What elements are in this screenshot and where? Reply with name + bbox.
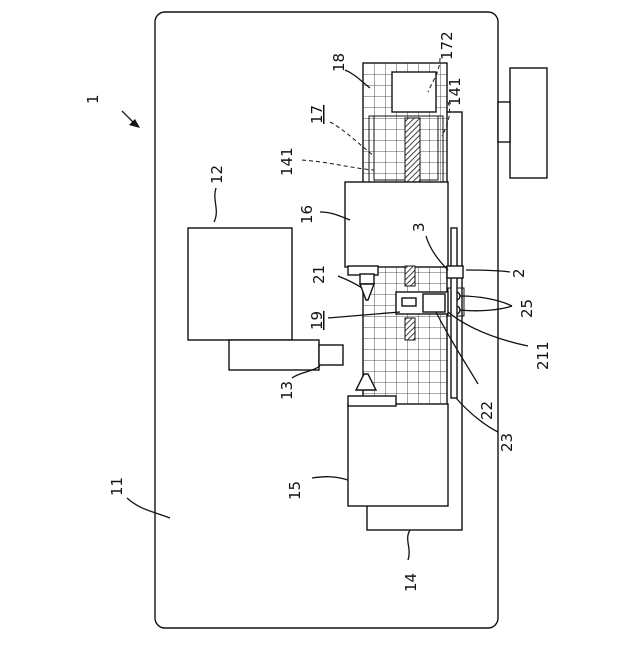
label-211: 211 — [534, 341, 552, 370]
unit-13 — [229, 340, 319, 370]
stage-15-top — [348, 396, 396, 406]
holder-slot — [402, 298, 416, 306]
label-14: 14 — [402, 573, 420, 592]
label-21: 21 — [310, 265, 328, 284]
external-connector — [498, 102, 510, 142]
unit-13-knob — [319, 345, 343, 365]
external-unit — [510, 68, 547, 178]
label-172: 172 — [438, 31, 456, 60]
unit-12 — [188, 228, 292, 340]
hatched-shaft-lower — [405, 318, 415, 340]
label-23: 23 — [498, 433, 516, 452]
hatched-shaft-upper — [405, 118, 420, 184]
label-1: 1 — [84, 94, 102, 104]
part-2-block — [447, 266, 463, 278]
label-16: 16 — [298, 205, 316, 224]
nozzle-21-top — [360, 274, 374, 284]
label-19: 19 — [308, 311, 326, 330]
label-25: 25 — [518, 299, 536, 318]
stage-16 — [345, 182, 448, 267]
label-13: 13 — [278, 381, 296, 400]
label-18: 18 — [330, 53, 348, 72]
inner-box-172 — [392, 72, 436, 112]
label-15: 15 — [286, 481, 304, 500]
rod-23 — [451, 228, 457, 398]
holder-22 — [423, 294, 445, 312]
label-22: 22 — [478, 401, 496, 420]
stage-15 — [348, 404, 448, 506]
label-2: 2 — [510, 268, 528, 278]
label-17: 17 — [308, 105, 326, 124]
label-3: 3 — [410, 222, 428, 232]
hatched-shaft-middle — [405, 266, 415, 286]
label-11: 11 — [108, 477, 126, 496]
label-141a: 141 — [278, 147, 296, 176]
label-12: 12 — [208, 165, 226, 184]
label-141b: 141 — [446, 77, 464, 106]
